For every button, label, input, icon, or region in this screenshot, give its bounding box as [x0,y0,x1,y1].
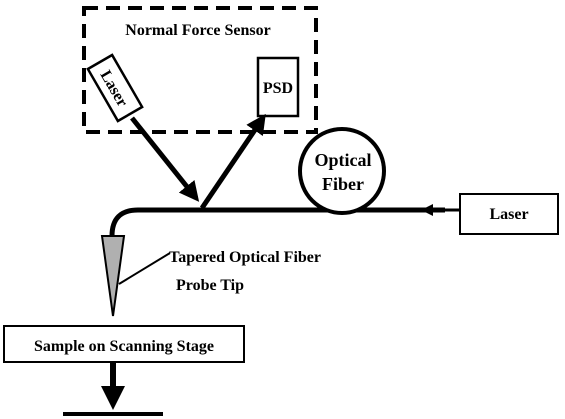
optical-fiber-loop [298,127,386,215]
sample-stage-label: Sample on Scanning Stage [34,338,214,355]
optical-fiber-label-line1: Optical [315,150,372,170]
normal-force-sensor-box [82,6,318,134]
source-laser-label: Laser [489,206,528,223]
reflected-beam [199,113,266,210]
sensor-laser: Laser [86,53,144,123]
normal-force-sensor-title: Normal Force Sensor [125,22,270,39]
sample-stage-box [3,325,245,363]
psd-label: PSD [263,80,293,97]
tapered-probe-tip [100,235,126,317]
probe-tip-label-line1: Tapered Optical Fiber [169,249,321,266]
probe-tip-pointer [118,252,171,285]
incident-beam [130,116,200,202]
optical-fiber-label-line2: Fiber [322,174,364,194]
probe-tip-label-line2: Probe Tip [176,277,244,294]
psd-box [256,56,300,118]
optical-fiber-line [109,207,445,237]
source-laser-box [459,193,559,235]
